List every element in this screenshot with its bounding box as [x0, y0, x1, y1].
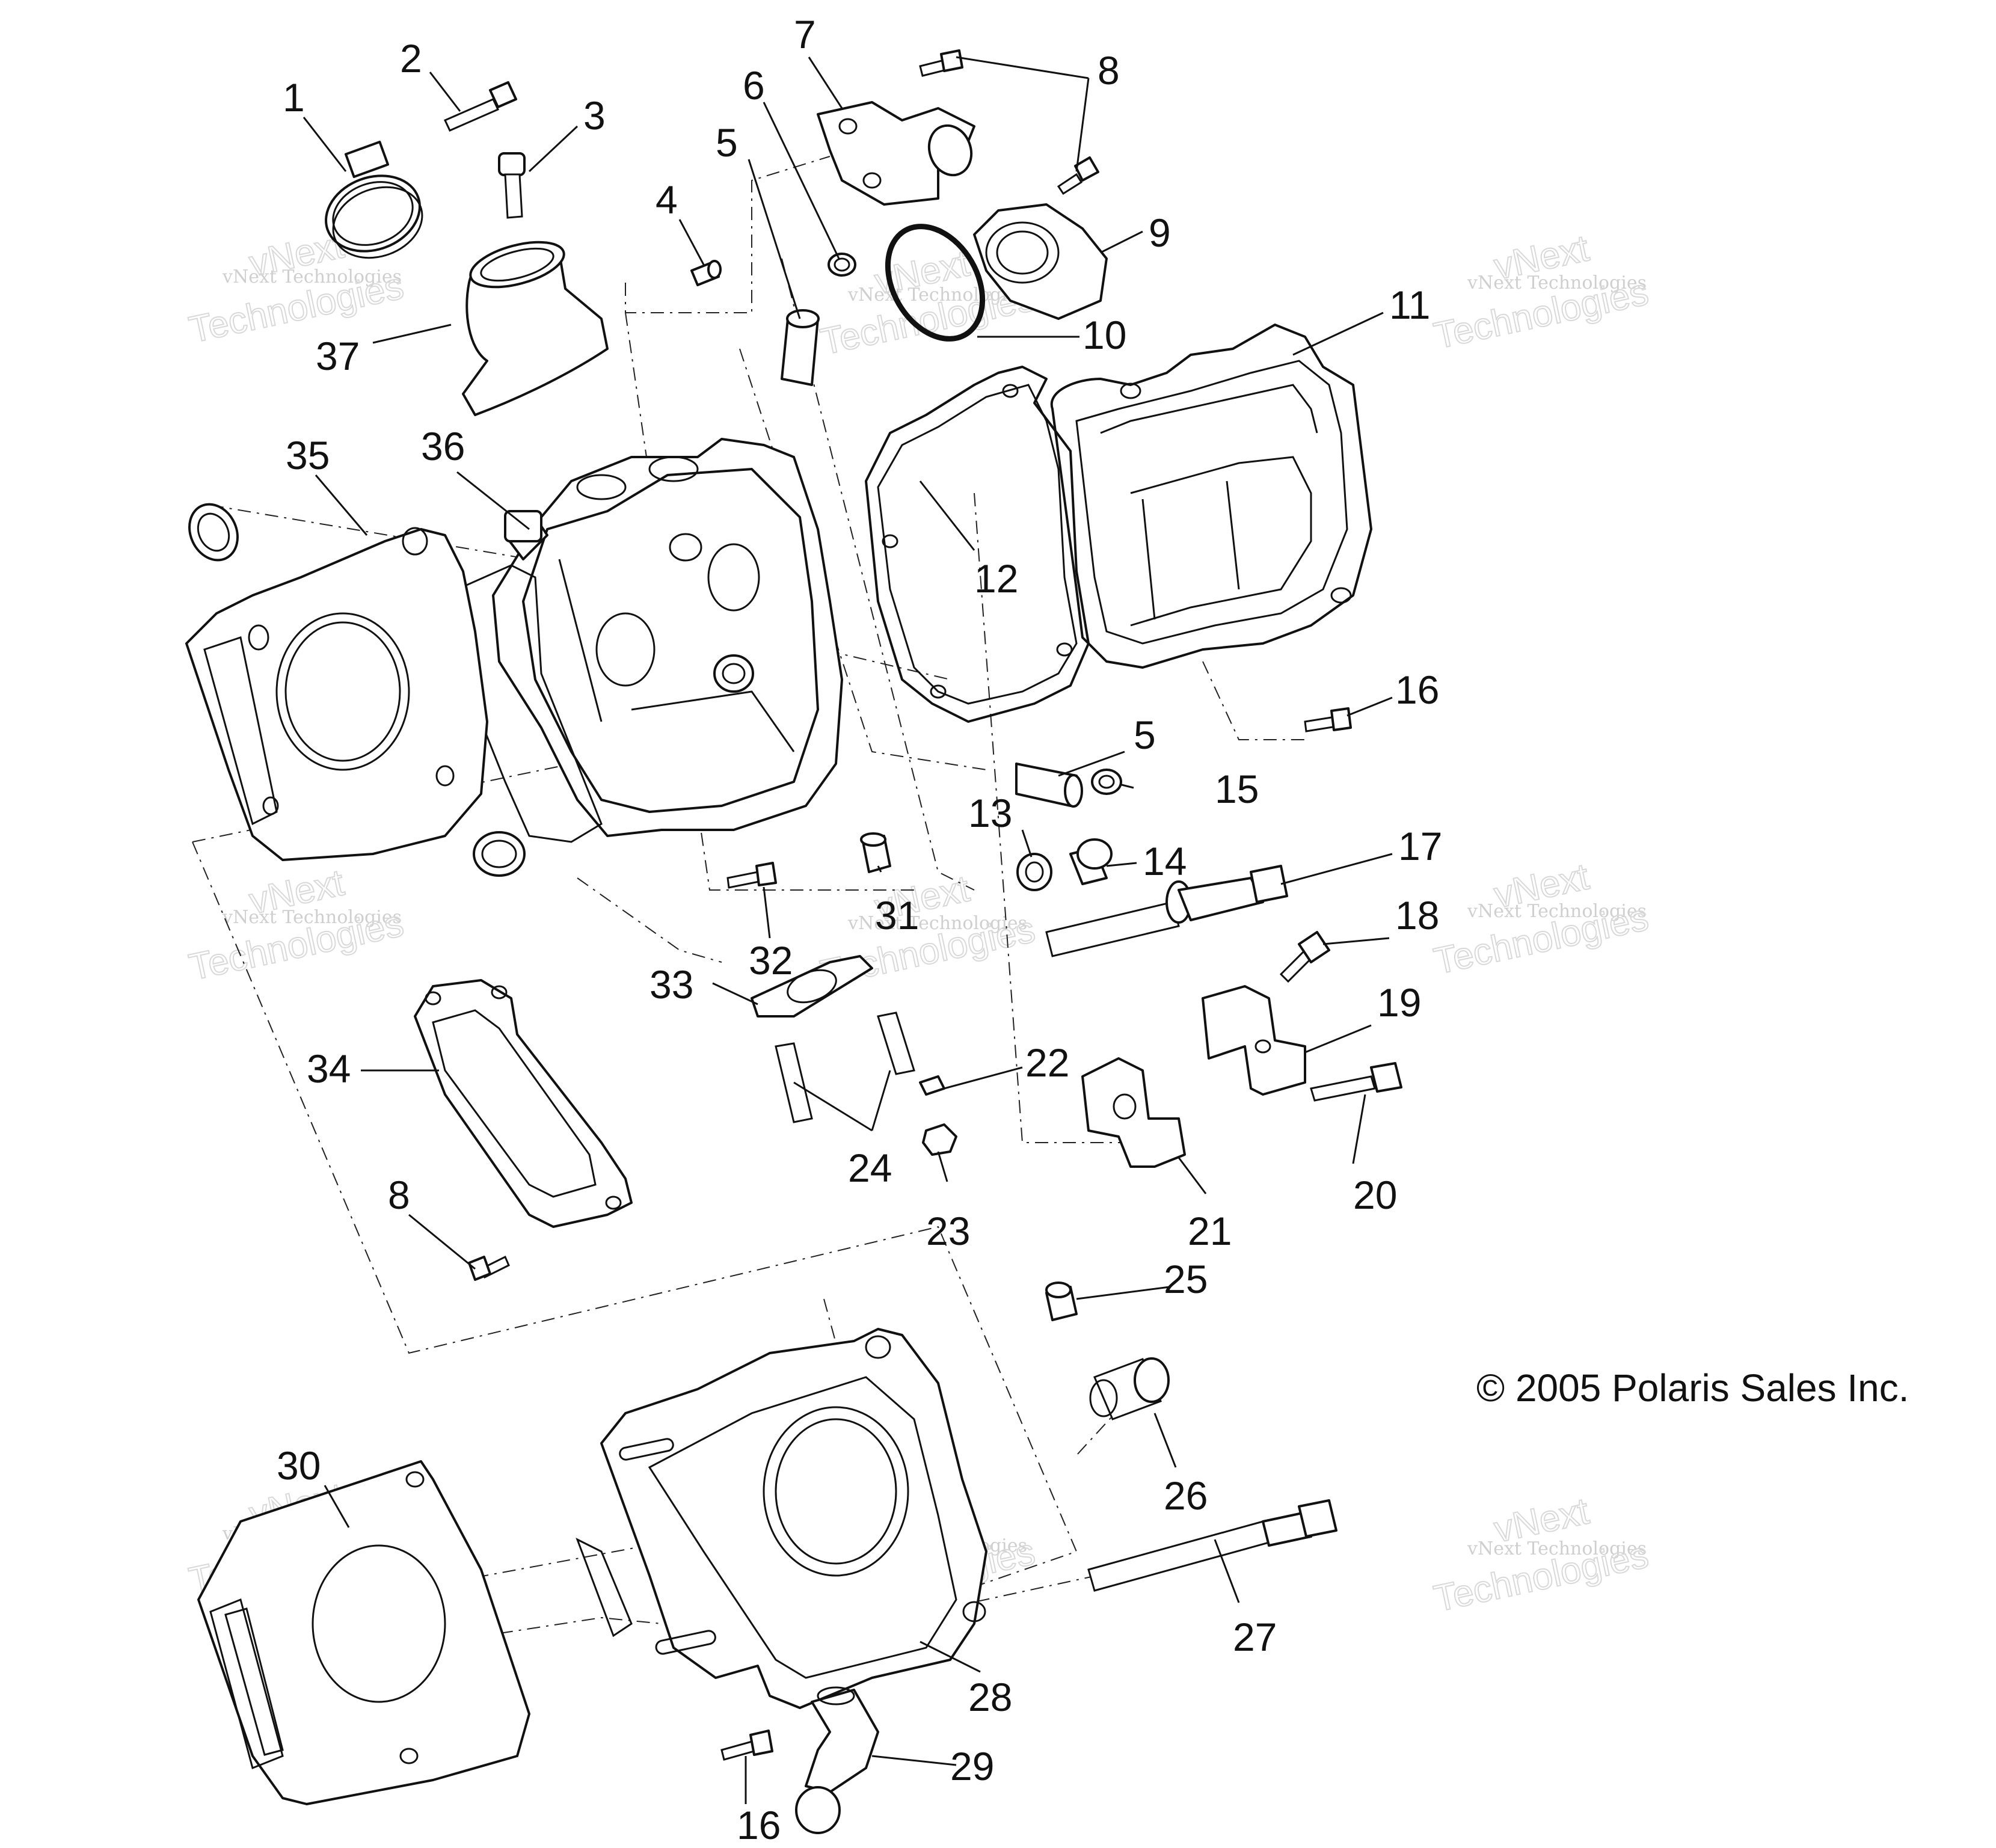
- callout-26: 26: [1164, 1473, 1208, 1518]
- part-16-bolt-upper: [1304, 707, 1352, 732]
- callout-32: 32: [749, 938, 793, 983]
- part-11-valve-cover: [1050, 324, 1372, 669]
- callout-10: 10: [1082, 313, 1126, 357]
- part-19-bracket: [1202, 985, 1306, 1096]
- callout-36: 36: [421, 424, 465, 468]
- part-31-dowel: [860, 832, 891, 873]
- callout-29: 29: [950, 1744, 994, 1788]
- part-7-outlet-elbow: [817, 101, 975, 206]
- callout-19: 19: [1377, 980, 1421, 1025]
- part-25-dowel: [1045, 1282, 1078, 1321]
- callout-1: 1: [283, 75, 305, 120]
- part-22-clip: [919, 1075, 945, 1096]
- callout-20: 20: [1353, 1173, 1397, 1217]
- part-4-dowel: [690, 260, 722, 286]
- callout-8-lower: 8: [388, 1173, 410, 1217]
- callout-5-lower: 5: [1134, 713, 1156, 757]
- callout-27: 27: [1233, 1615, 1277, 1659]
- part-28-cylinder: [576, 1328, 987, 1709]
- part-23-nut: [922, 1123, 957, 1156]
- part-10-o-ring: [885, 224, 986, 342]
- callout-5: 5: [716, 120, 738, 165]
- svg-text:vNext Technologies: vNext Technologies: [1467, 1538, 1647, 1559]
- watermark-mid-left: vNext Technologies vNext Technologies: [185, 861, 408, 989]
- part-12-cover-gasket: [865, 366, 1090, 723]
- part-18-bolt: [1279, 931, 1330, 983]
- callout-35: 35: [286, 433, 330, 477]
- part-27-long-bolt: [1087, 1499, 1337, 1592]
- leader-lines: [302, 56, 1393, 1804]
- callout-34: 34: [307, 1046, 351, 1091]
- svg-text:vNext Technologies: vNext Technologies: [847, 913, 1027, 934]
- callout-6: 6: [743, 63, 765, 108]
- part-1-clamp: [325, 140, 423, 259]
- callout-3: 3: [583, 93, 606, 138]
- part-32-bolt: [726, 862, 777, 889]
- part-16-bolt-lower: [720, 1730, 773, 1761]
- part-15-cap: [1091, 769, 1122, 795]
- callout-24: 24: [848, 1146, 892, 1190]
- callout-18: 18: [1395, 893, 1439, 938]
- callout-12: 12: [974, 556, 1018, 601]
- callout-31: 31: [875, 893, 919, 938]
- callout-13: 13: [968, 791, 1012, 835]
- part-35-cylinder-gasket: [185, 527, 488, 861]
- svg-text:vNext Technologies: vNext Technologies: [1467, 272, 1647, 293]
- part-29-elbow: [795, 1686, 879, 1834]
- part-13-washer: [1016, 853, 1052, 891]
- part-9-flange: [973, 203, 1108, 320]
- part-seal-lower: [473, 831, 526, 877]
- svg-text:vNext Technologies: vNext Technologies: [222, 907, 402, 928]
- callout-17: 17: [1398, 824, 1442, 868]
- part-3-bolt: [498, 152, 526, 219]
- callout-9: 9: [1149, 210, 1171, 255]
- part-14-plug: [1069, 838, 1113, 885]
- svg-text:vNext Technologies: vNext Technologies: [847, 284, 1027, 305]
- callout-2: 2: [400, 36, 422, 81]
- callout-28: 28: [968, 1675, 1012, 1719]
- part-24-studs: [775, 1011, 915, 1123]
- part-30-base-gasket: [197, 1460, 530, 1805]
- part-2-bolt: [443, 81, 517, 132]
- part-head-gasket-outline: [456, 564, 603, 843]
- callout-16-lower: 16: [737, 1803, 781, 1847]
- watermark-mid-right: vNext Technologies vNext Technologies: [1430, 855, 1653, 983]
- part-37-intake-boot: [462, 241, 609, 416]
- callout-7: 7: [794, 12, 816, 57]
- callout-21: 21: [1188, 1209, 1232, 1253]
- copyright-notice: © 2005 Polaris Sales Inc.: [1476, 1366, 1909, 1410]
- callout-37: 37: [316, 334, 360, 378]
- part-17-long-bolt: [1045, 865, 1288, 957]
- callout-22: 22: [1025, 1040, 1069, 1085]
- part-8-bolt-lower: [468, 1255, 510, 1281]
- callout-8: 8: [1098, 48, 1120, 93]
- part-34-cover-plate: [414, 979, 633, 1228]
- callout-14: 14: [1143, 839, 1187, 883]
- callout-11: 11: [1389, 283, 1431, 327]
- callout-4: 4: [656, 177, 678, 222]
- callout-30: 30: [277, 1443, 321, 1488]
- part-5-tube-upper: [781, 309, 820, 386]
- callout-33: 33: [649, 962, 693, 1007]
- callout-25: 25: [1164, 1257, 1208, 1301]
- part-8-bolts-upper: [919, 49, 1099, 195]
- part-33-exhaust-gasket: [751, 955, 873, 1018]
- part-20-bolt: [1310, 1062, 1402, 1102]
- svg-text:vNext Technologies: vNext Technologies: [222, 266, 402, 287]
- callout-labels: 1 2 3 4 5 6 7 8 9 10 11 12 16 5 15 13 14…: [277, 12, 1442, 1847]
- part-6-plug: [828, 253, 856, 277]
- callout-15: 15: [1215, 767, 1259, 811]
- part-21-bracket: [1081, 1057, 1186, 1168]
- callout-16: 16: [1395, 668, 1439, 712]
- part-36-cylinder-head: [492, 438, 843, 837]
- part-seal-left: [188, 503, 239, 562]
- watermark-bottom-right: vNext Technologies vNext Technologies: [1430, 1490, 1653, 1620]
- callout-23: 23: [926, 1209, 970, 1253]
- part-26-fitting: [1089, 1357, 1170, 1420]
- svg-text:vNext Technologies: vNext Technologies: [1467, 901, 1647, 922]
- watermark-top-right: vNext Technologies vNext Technologies: [1430, 227, 1653, 357]
